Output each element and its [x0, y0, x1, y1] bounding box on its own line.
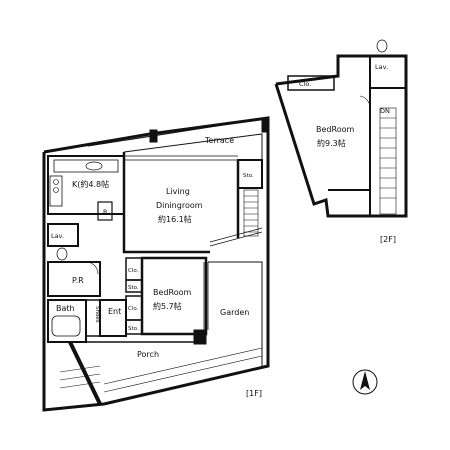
- pr-room: [47, 261, 101, 297]
- entrance-room: [99, 299, 127, 337]
- ent-label: Ent: [108, 307, 121, 316]
- garden-boundary: [208, 261, 263, 366]
- bedroom-1f-label-1: BedRoom: [153, 288, 191, 297]
- lav-1f-room: [47, 223, 79, 247]
- living-label-1: Living: [166, 187, 190, 196]
- bedroom-1f-label-2: 約5.7帖: [153, 301, 182, 311]
- stove-icon-2: [53, 187, 59, 193]
- stair-well-2f: [369, 87, 407, 217]
- stairs-icon: [243, 189, 259, 237]
- lav-2f-label: Lav.: [375, 63, 388, 71]
- fridge: [49, 175, 63, 207]
- 2f-outer-wall: [274, 54, 408, 218]
- door-swing-2f: [359, 95, 371, 109]
- floor-1: [42, 116, 270, 412]
- bath-label: Bath: [56, 304, 75, 313]
- terrace-label: Terrace: [204, 136, 234, 145]
- living-south-glazing: [209, 227, 263, 247]
- living-label-3: 約16.1帖: [158, 214, 192, 224]
- sto-terrace-room: [237, 159, 263, 189]
- shoes-label: Shoes: [94, 306, 100, 323]
- floor-2-tag: [2F]: [380, 235, 396, 244]
- labels: Terrace K(約4.8帖 R Living Diningroom 約16.…: [51, 63, 396, 398]
- garden-label: Garden: [220, 308, 249, 317]
- stove-icon: [53, 179, 59, 185]
- kitchen-label: K(約4.8帖: [72, 179, 109, 189]
- floor-2: [274, 39, 408, 218]
- clo-a-label: Clo.: [128, 268, 139, 274]
- lav-1f-label: Lav.: [51, 232, 64, 240]
- kitchen-counter: [53, 159, 119, 173]
- toilet-icon: [56, 247, 68, 261]
- column-1: [149, 129, 158, 143]
- lav-2f-room: [369, 55, 407, 89]
- column-2: [261, 117, 269, 133]
- porch-label: Porch: [137, 350, 159, 359]
- column-3: [193, 329, 207, 345]
- sto-terrace-label: Sto.: [243, 173, 254, 179]
- living-glazing: [124, 155, 238, 161]
- porch-wall: [68, 341, 102, 405]
- living-label-2: Diningroom: [156, 201, 203, 210]
- sto-a-label: Sto.: [128, 285, 139, 291]
- terrace-inner: [123, 133, 263, 160]
- terrace-rail: [87, 117, 269, 147]
- door-swing-icon: [85, 261, 99, 275]
- sto-b-label: Sto.: [128, 326, 139, 332]
- north-arrow-icon: [352, 369, 378, 395]
- stairs-icon-2f: [379, 107, 397, 215]
- dn-label: DN: [380, 107, 390, 115]
- pantry-r: [97, 201, 113, 221]
- pr-label: P.R: [72, 276, 84, 285]
- clo-2f-box: [287, 75, 335, 91]
- bathtub-icon: [51, 315, 81, 337]
- floor-1-tag: [1F]: [246, 389, 262, 398]
- clo-b-label: Clo.: [128, 306, 139, 312]
- bedroom-1f-room: [140, 256, 208, 336]
- clo-2f-label: Clo.: [299, 80, 311, 88]
- toilet-icon-2f: [376, 39, 388, 53]
- bedroom-2f-label-1: BedRoom: [316, 125, 354, 134]
- kitchen-r-label: R: [103, 208, 108, 216]
- bedroom-window: [203, 262, 209, 330]
- kitchen-room: [47, 155, 125, 215]
- porch-steps: [59, 347, 263, 393]
- bedroom-2f-label-2: 約9.3帖: [317, 138, 346, 148]
- sink-icon: [85, 161, 103, 171]
- 1f-outer-wall: [42, 116, 270, 412]
